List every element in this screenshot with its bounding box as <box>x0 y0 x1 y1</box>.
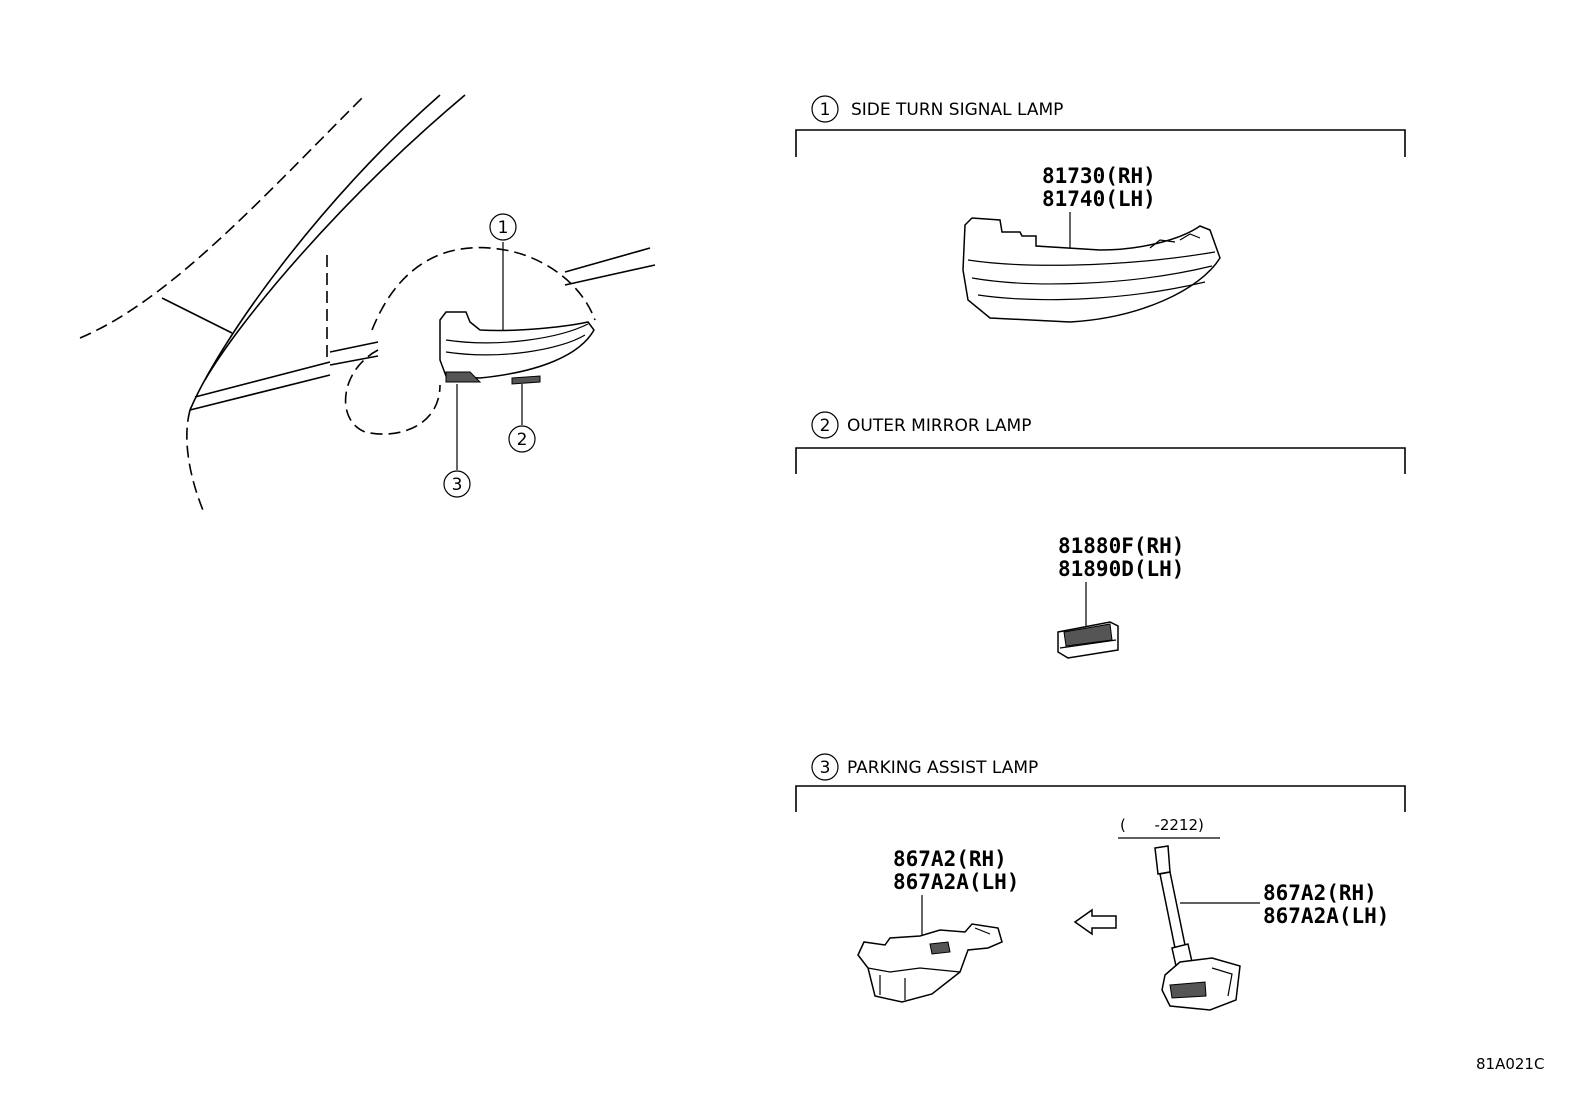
callout-2: 2 <box>508 425 536 453</box>
supersession-arrow <box>1073 908 1117 936</box>
figure-code: 81A021C <box>1476 1055 1544 1073</box>
section-2-title: OUTER MIRROR LAMP <box>847 416 1031 436</box>
part-number-867a2-rh-left: 867A2(RH) <box>893 847 1007 871</box>
parking-assist-lamp-old-illustration <box>1154 845 1241 1011</box>
overview-callouts: 1 2 3 <box>443 213 536 498</box>
section-2-number: 2 <box>811 411 839 439</box>
part-number-81890d-lh: 81890D(LH) <box>1058 557 1184 581</box>
date-range: ( -2212) <box>1120 816 1204 834</box>
section-side-turn-signal-lamp: 1 SIDE TURN SIGNAL LAMP 81730(RH) 81740(… <box>795 95 1406 323</box>
section-1-bracket <box>795 129 1406 157</box>
svg-text:3: 3 <box>820 758 831 778</box>
part-number-81730-rh: 81730(RH) <box>1042 164 1156 188</box>
section-outer-mirror-lamp: 2 OUTER MIRROR LAMP 81880F(RH) 81890D(LH… <box>795 411 1406 659</box>
section-2-bracket <box>795 447 1406 474</box>
svg-text:3: 3 <box>452 475 463 495</box>
svg-text:1: 1 <box>820 100 831 120</box>
section-1-number: 1 <box>811 95 839 123</box>
section-3-number: 3 <box>811 753 839 781</box>
section-1-title: SIDE TURN SIGNAL LAMP <box>851 100 1063 120</box>
vehicle-overview-illustration <box>79 94 656 516</box>
part-number-867a2a-lh-left: 867A2A(LH) <box>893 870 1019 894</box>
svg-text:2: 2 <box>517 430 528 450</box>
part-number-81740-lh: 81740(LH) <box>1042 187 1156 211</box>
part-number-81880f-rh: 81880F(RH) <box>1058 534 1184 558</box>
side-turn-signal-lamp-illustration <box>962 217 1221 323</box>
svg-text:1: 1 <box>498 218 509 238</box>
svg-text:2: 2 <box>820 416 831 436</box>
callout-3: 3 <box>443 470 471 498</box>
part-number-867a2a-lh-right: 867A2A(LH) <box>1263 904 1389 928</box>
callout-1: 1 <box>489 213 517 241</box>
section-3-bracket <box>795 785 1406 812</box>
part-number-867a2-rh-right: 867A2(RH) <box>1263 881 1377 905</box>
parking-assist-lamp-new-illustration <box>857 923 1003 1003</box>
outer-mirror-lamp-illustration <box>1057 621 1119 659</box>
section-parking-assist-lamp: 3 PARKING ASSIST LAMP 867A2(RH) 867A2A(L… <box>795 753 1406 1011</box>
section-3-title: PARKING ASSIST LAMP <box>847 758 1038 778</box>
